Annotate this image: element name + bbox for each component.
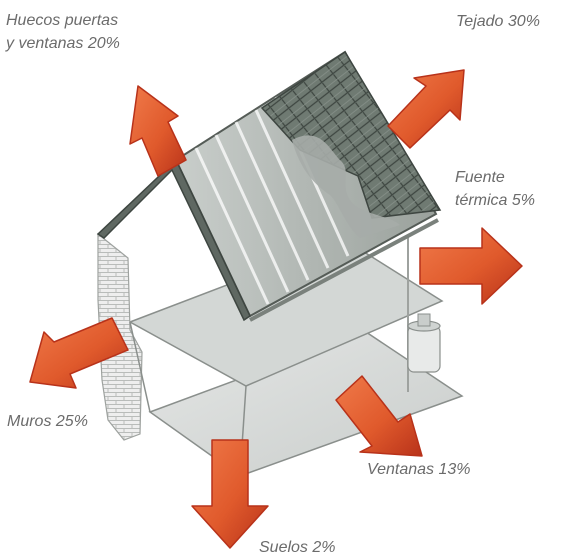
label-huecos-line2: y ventanas 20% [6,35,120,52]
arrow-fuente-icon [419,227,523,305]
label-huecos-puertas-ventanas: Huecos puertas y ventanas 20% [6,9,120,55]
arrow-muros-icon [29,317,129,389]
left-front-wall-edge [129,321,151,413]
label-fuente-line1: Fuente [455,169,505,186]
chimney-block [292,135,400,238]
label-fuente-line2: térmica 5% [455,192,536,209]
roof-eave [249,218,439,322]
arrow-ventanas-icon [335,375,423,457]
arrow-huecos-icon [129,85,187,177]
arrow-suelos-icon [191,439,269,549]
label-huecos-line1: Huecos puertas [6,12,119,29]
label-fuente-termica: Fuente térmica 5% [455,166,535,212]
label-tejado: Tejado 30% [456,13,540,30]
thermal-source-tank [407,313,441,373]
arrow-tejado-icon [387,69,465,149]
label-ventanas: Ventanas 13% [367,461,471,478]
label-suelos: Suelos 2% [259,539,336,556]
heat-loss-arrow-icon [29,69,523,549]
label-muros: Muros 25% [7,413,88,430]
